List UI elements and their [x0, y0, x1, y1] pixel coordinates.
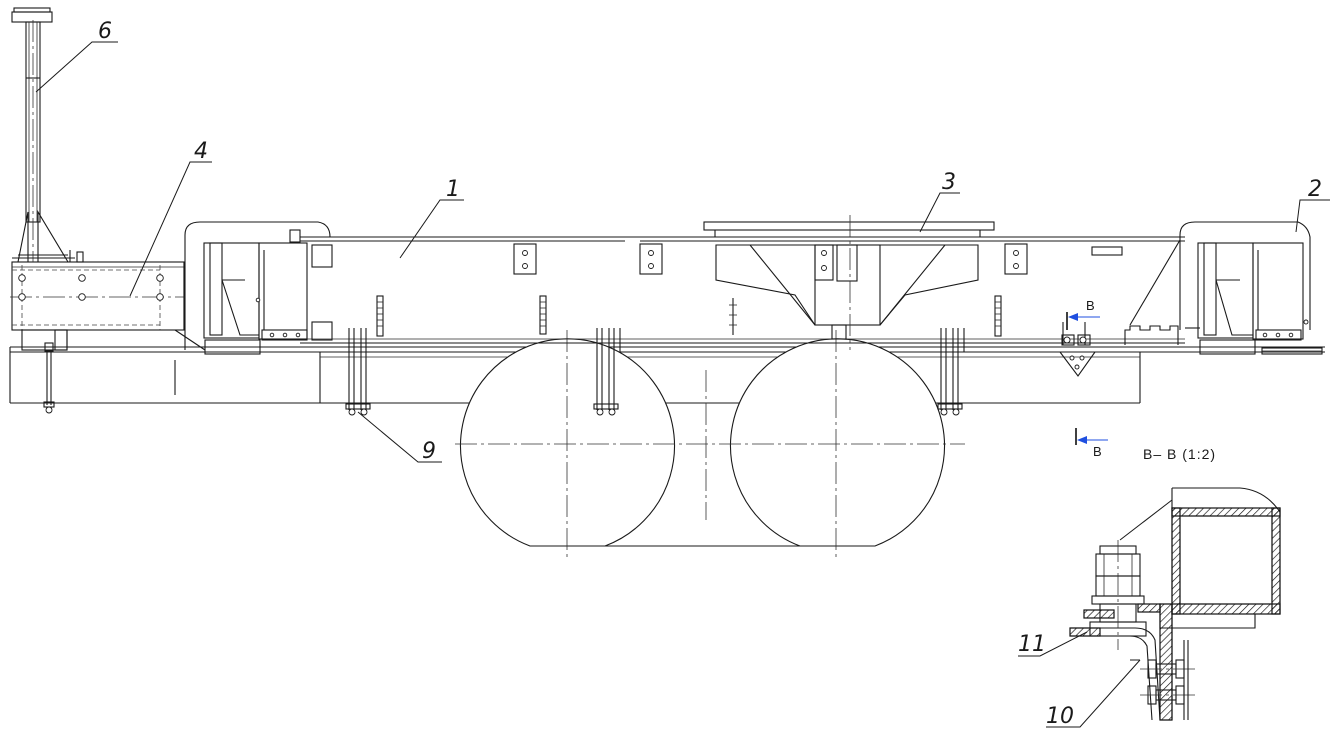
callout-10: 10	[1046, 704, 1074, 729]
mast	[11, 7, 75, 263]
section-cut-area	[1058, 322, 1097, 377]
callout-leaders	[35, 41, 1330, 728]
section-view-detail	[1069, 487, 1281, 721]
section-marker-letter-bottom: B	[1093, 444, 1102, 459]
chassis-beam	[9, 346, 1325, 404]
callout-4: 4	[194, 139, 208, 164]
section-marker-bottom: B	[1075, 428, 1108, 459]
section-marker-top: B	[1066, 298, 1100, 330]
right-end-block	[1124, 221, 1323, 355]
main-frame	[300, 236, 1185, 344]
callout-11: 11	[1018, 632, 1046, 657]
wheels	[455, 330, 965, 560]
callout-2: 2	[1308, 177, 1322, 202]
callout-6: 6	[98, 19, 112, 44]
left-end-block	[184, 221, 333, 355]
callout-9: 9	[422, 439, 436, 464]
callout-3: 3	[942, 170, 956, 195]
left-extension	[10, 250, 206, 352]
u-bolts	[43, 328, 965, 416]
turntable	[703, 215, 995, 350]
callout-1: 1	[446, 177, 460, 202]
section-title: B– B (1:2)	[1143, 446, 1216, 462]
section-marker-letter-top: B	[1086, 298, 1095, 313]
